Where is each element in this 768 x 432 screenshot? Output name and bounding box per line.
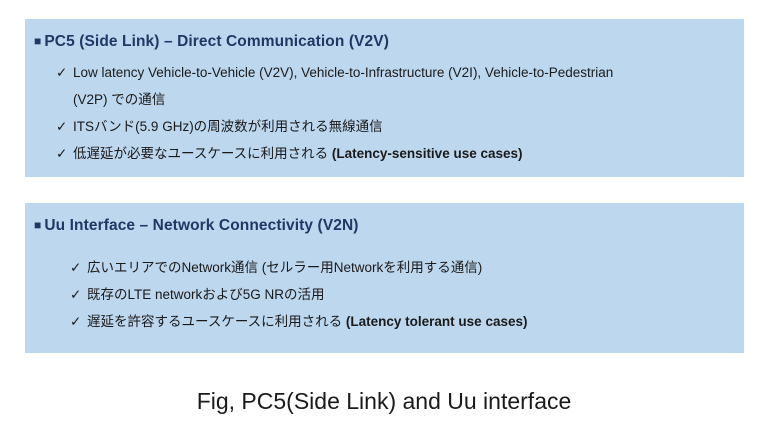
bullet-text-main: Low latency Vehicle-to-Vehicle (V2V), Ve… <box>73 65 614 80</box>
uu-interface-box: ■Uu Interface – Network Connectivity (V2… <box>25 203 744 353</box>
bullet-item: ✓ 遅延を許容するユースケースに利用される (Latency tolerant … <box>70 308 732 335</box>
bullet-text-main: 低遅延が必要なユースケースに利用される <box>73 146 332 161</box>
uu-box-title-text: Uu Interface – Network Connectivity (V2N… <box>44 217 359 234</box>
bullet-text: 広いエリアでのNetwork通信 (セルラー用Networkを利用する通信) <box>87 254 732 281</box>
check-icon: ✓ <box>70 287 82 302</box>
bullet-text-bold: (Latency tolerant use cases) <box>345 314 528 329</box>
bullet-item: ✓ Low latency Vehicle-to-Vehicle (V2V), … <box>56 59 732 113</box>
bullet-text: ITSバンド(5.9 GHz)の周波数が利用される無線通信 <box>73 113 732 140</box>
check-icon: ✓ <box>56 65 68 80</box>
bullet-text-main: 遅延を許容するユースケースに利用される <box>87 314 346 329</box>
bullet-item: ✓ 既存のLTE networkおよび5G NRの活用 <box>70 281 732 308</box>
pc5-side-link-box: ■PC5 (Side Link) – Direct Communication … <box>25 19 744 177</box>
figure-caption: Fig, PC5(Side Link) and Uu interface <box>196 388 572 414</box>
check-icon: ✓ <box>70 314 82 329</box>
bullet-text: Low latency Vehicle-to-Vehicle (V2V), Ve… <box>73 59 732 113</box>
bullet-text-bold: (Latency-sensitive use cases) <box>331 146 523 161</box>
bullet-text-main: 広いエリアでのNetwork通信 (セルラー用Networkを利用する通信) <box>87 260 483 275</box>
check-icon: ✓ <box>56 146 68 161</box>
check-icon: ✓ <box>70 260 82 275</box>
bullet-text-main: 既存のLTE networkおよび5G NRの活用 <box>87 287 325 302</box>
bullet-text-line2: (V2P) での通信 <box>73 92 166 107</box>
bullet-text: 遅延を許容するユースケースに利用される (Latency tolerant us… <box>87 308 732 335</box>
pc5-bullet-list: ✓ Low latency Vehicle-to-Vehicle (V2V), … <box>25 52 744 167</box>
square-bullet-icon: ■ <box>34 34 42 48</box>
pc5-box-title-text: PC5 (Side Link) – Direct Communication (… <box>44 33 389 50</box>
square-bullet-icon: ■ <box>34 218 42 232</box>
uu-bullet-list: ✓ 広いエリアでのNetwork通信 (セルラー用Networkを利用する通信)… <box>25 236 744 335</box>
pc5-box-title: ■PC5 (Side Link) – Direct Communication … <box>25 19 744 52</box>
bullet-item: ✓ ITSバンド(5.9 GHz)の周波数が利用される無線通信 <box>56 113 732 140</box>
bullet-text-main: ITSバンド(5.9 GHz)の周波数が利用される無線通信 <box>73 119 383 134</box>
bullet-text: 低遅延が必要なユースケースに利用される (Latency-sensitive u… <box>73 140 732 167</box>
bullet-item: ✓ 低遅延が必要なユースケースに利用される (Latency-sensitive… <box>56 140 732 167</box>
uu-box-title: ■Uu Interface – Network Connectivity (V2… <box>25 203 744 236</box>
bullet-text: 既存のLTE networkおよび5G NRの活用 <box>87 281 732 308</box>
check-icon: ✓ <box>56 119 68 134</box>
bullet-item: ✓ 広いエリアでのNetwork通信 (セルラー用Networkを利用する通信) <box>70 254 732 281</box>
